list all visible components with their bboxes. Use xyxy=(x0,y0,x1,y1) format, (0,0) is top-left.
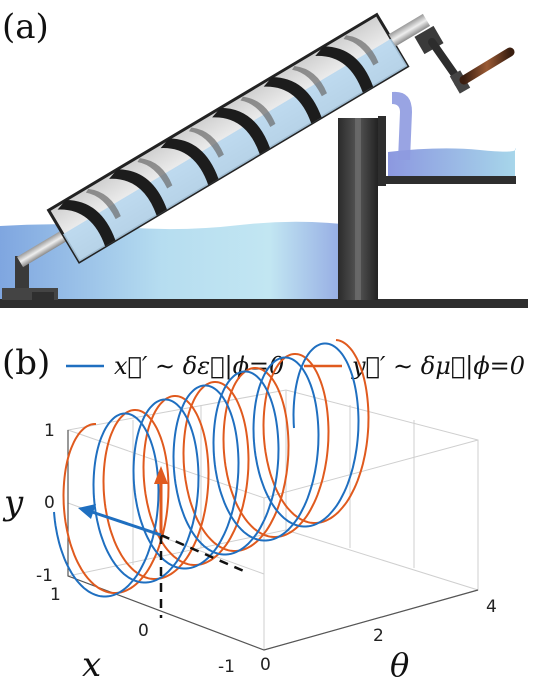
blue-helix-loop-4 xyxy=(173,370,280,556)
blue-helix-loop-2 xyxy=(93,398,200,584)
y-tick-mid: 0 xyxy=(44,493,55,513)
blue-vector xyxy=(91,510,162,537)
panel-a-label: (a) xyxy=(2,7,49,47)
blade-highlights xyxy=(85,35,379,220)
floor-bar xyxy=(0,299,528,308)
axes-dark-edges xyxy=(67,430,479,651)
orange-vector-head xyxy=(154,466,168,484)
orange-helix-loop-1 xyxy=(62,409,170,594)
x-axis-label: x xyxy=(82,645,101,685)
legend-label-orange: y⃗′ ∼ δμ⃗|ϕ=0 xyxy=(351,352,525,381)
series-orange-helix xyxy=(62,339,370,594)
theta-ticks: 0 2 4 xyxy=(260,597,497,675)
x-ticks: 1 0 -1 xyxy=(50,585,235,677)
tank-arm xyxy=(378,116,386,186)
orange-helix-loop-5 xyxy=(222,353,330,538)
orange-helix-loop-3 xyxy=(142,381,250,566)
outflow-water xyxy=(392,91,412,160)
screw-blades xyxy=(57,46,374,247)
legend-label-blue: x⃗′ ∼ δε⃗|ϕ=0 xyxy=(114,352,284,381)
x-tick-1: 1 xyxy=(50,585,61,605)
orange-helix-loop-4 xyxy=(182,367,290,552)
blue-helix-loop-5 xyxy=(213,356,320,542)
blue-helix-loop-1 xyxy=(53,412,160,598)
right-tank-bottom xyxy=(386,176,516,184)
theta-tick-0: 0 xyxy=(260,655,271,675)
pillar-highlight xyxy=(355,118,361,300)
y-axis-label: y xyxy=(2,483,24,523)
upper-shaft xyxy=(388,13,431,47)
panel-b-plot: (b) x⃗′ ∼ δε⃗|ϕ=0 y⃗′ ∼ δμ⃗|ϕ=0 xyxy=(2,339,525,685)
x-tick-0: 0 xyxy=(138,621,149,641)
crank xyxy=(414,25,515,94)
x-tick-neg1: -1 xyxy=(218,657,235,677)
left-bearing-foot xyxy=(32,292,54,300)
y-tick-bottom: -1 xyxy=(36,566,53,586)
series-blue-helix xyxy=(53,342,360,598)
theta-axis-label: θ xyxy=(390,646,409,684)
orange-helix-loop-6 xyxy=(262,339,370,524)
theta-tick-2: 2 xyxy=(373,626,384,646)
theta-tick-4: 4 xyxy=(486,597,497,617)
blue-helix-loop-6 xyxy=(253,342,360,528)
vectors xyxy=(78,466,247,618)
y-ticks: 1 0 -1 xyxy=(36,421,55,586)
legend: x⃗′ ∼ δε⃗|ϕ=0 y⃗′ ∼ δμ⃗|ϕ=0 xyxy=(66,352,525,381)
right-tank-water xyxy=(388,148,516,178)
y-tick-top: 1 xyxy=(44,421,55,441)
panel-a-illustration: (a) xyxy=(0,7,528,308)
panel-b-label: (b) xyxy=(2,343,50,383)
lower-shaft xyxy=(16,225,77,268)
blue-vector-head xyxy=(78,504,96,519)
orange-helix-loop-2 xyxy=(102,395,210,580)
